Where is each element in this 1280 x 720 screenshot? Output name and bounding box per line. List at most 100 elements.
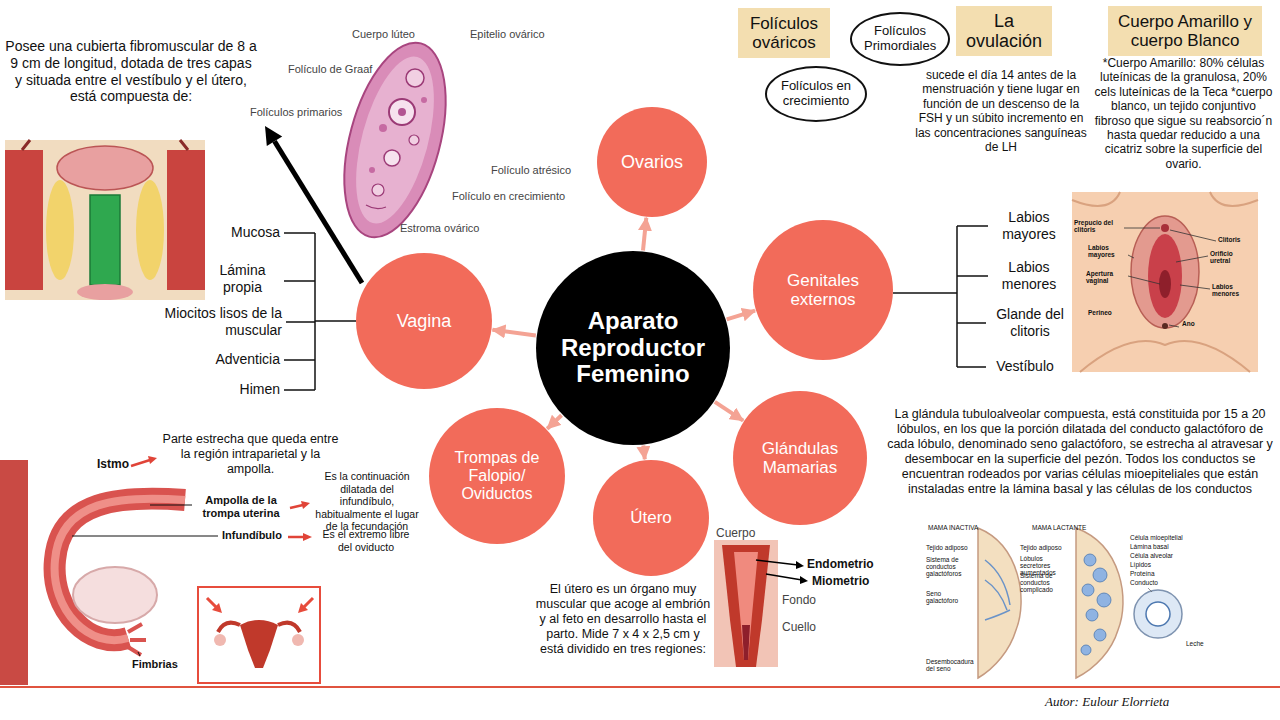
breast-illustration bbox=[1146, 602, 1170, 626]
label-text: Labios menores bbox=[993, 259, 1065, 293]
vulva-illustration bbox=[1148, 234, 1182, 318]
red-arrow bbox=[131, 460, 150, 466]
label-text: Mucosa bbox=[200, 224, 280, 241]
breast-illustration bbox=[1134, 590, 1182, 638]
label-text: El útero es un órgano muy muscular que a… bbox=[533, 582, 713, 657]
label-text: Posee una cubierta fibromuscular de 8 a … bbox=[5, 38, 257, 105]
node-text-group: Folículos Primordiales bbox=[864, 24, 936, 53]
ovary-illustration bbox=[409, 135, 419, 145]
label-text: Vestíbulo bbox=[990, 358, 1060, 375]
pelvis-illustration bbox=[5, 150, 43, 290]
label-text: Labios menores bbox=[1212, 283, 1252, 297]
label-text: Autor: Eulour Elorrieta bbox=[1045, 694, 1169, 710]
breast-illustration bbox=[1086, 609, 1098, 621]
topic-circle: Trompas de Falopio/ Oviductos bbox=[429, 408, 565, 544]
topic-circle: Vagina bbox=[356, 253, 492, 389]
pelvis-illustration bbox=[22, 140, 188, 150]
uterus-illustration bbox=[734, 552, 758, 660]
node-text: Vagina bbox=[397, 311, 452, 331]
pelvis-illustration bbox=[57, 146, 153, 190]
oviduct-illustration bbox=[55, 499, 185, 641]
uterus-illustration bbox=[756, 560, 808, 584]
label-text: Orificio uretral bbox=[1210, 250, 1250, 264]
uterus-icon bbox=[212, 603, 222, 613]
ovary-illustration bbox=[372, 184, 384, 196]
label-text: Seno galactóforo bbox=[926, 590, 970, 604]
label-text: Fondo bbox=[782, 593, 816, 607]
bracket bbox=[284, 359, 315, 361]
red-arrow bbox=[131, 456, 312, 541]
bracket bbox=[893, 292, 957, 294]
ovary-illustration bbox=[366, 205, 386, 209]
node-text-group: Cuerpo Amarillo y cuerpo Blanco bbox=[1115, 12, 1255, 50]
bracket bbox=[284, 233, 356, 390]
vulva-illustration bbox=[1159, 270, 1171, 298]
red-arrow bbox=[288, 536, 304, 539]
label-text: Es el extremo libre del oviducto bbox=[316, 528, 416, 553]
label-text: Conducto bbox=[1130, 579, 1158, 586]
uterus-icon bbox=[292, 634, 304, 646]
breast-illustration bbox=[1081, 645, 1091, 655]
pointer-arrow bbox=[275, 141, 363, 283]
label-text: Miometrio bbox=[812, 574, 869, 588]
vulva-illustration bbox=[1072, 192, 1258, 372]
vulva-illustration bbox=[1131, 216, 1199, 328]
connector-arrow bbox=[643, 446, 645, 460]
label-text: Miocitos lisos de la muscular bbox=[158, 305, 282, 339]
vulva-illustration bbox=[1180, 285, 1210, 289]
red-arrow bbox=[148, 456, 157, 464]
node-text: Trompas de Falopio/ Oviductos bbox=[443, 449, 552, 503]
label-text: MAMA LACTANTE bbox=[1032, 524, 1086, 531]
bracket bbox=[315, 320, 356, 322]
breast-illustration bbox=[1093, 568, 1107, 582]
connector-arrow bbox=[492, 330, 535, 336]
label-text: Ano bbox=[1182, 320, 1195, 327]
bracket bbox=[284, 232, 315, 234]
circled-note: Folículos Primordiales bbox=[850, 12, 950, 66]
label-text: Folículos primarios bbox=[250, 106, 342, 119]
oviduct-illustration bbox=[150, 505, 192, 506]
breast-illustration bbox=[978, 528, 1021, 678]
node-text: Útero bbox=[630, 508, 672, 527]
bracket bbox=[957, 322, 986, 324]
uterus-illustration bbox=[796, 561, 804, 569]
label-text: Célula mioepitelial bbox=[1130, 534, 1183, 541]
label-text: Leche bbox=[1186, 640, 1204, 647]
pointer-arrow bbox=[265, 126, 362, 283]
uterus-icon bbox=[214, 634, 226, 646]
breast-illustration bbox=[1084, 554, 1096, 566]
ovary-illustration bbox=[398, 108, 406, 116]
uterus-illustration bbox=[756, 560, 798, 565]
label-text: Desembocadura del seno bbox=[926, 658, 974, 672]
bracket bbox=[284, 280, 315, 282]
ovary-illustration bbox=[406, 69, 424, 87]
node-text-group: Útero bbox=[630, 508, 672, 527]
topic-circle: Glándulas Mamarias bbox=[733, 391, 867, 525]
bracket bbox=[957, 225, 988, 227]
node-text: Folículos en crecimiento bbox=[779, 79, 853, 108]
vulva-illustration bbox=[1080, 341, 1250, 372]
label-text: Tejido adiposo bbox=[1020, 544, 1062, 551]
label-text: Infundíbulo bbox=[222, 529, 282, 542]
topic-circle: Genitales externos bbox=[753, 220, 893, 360]
pelvis-illustration bbox=[5, 140, 205, 300]
breast-illustration bbox=[1097, 593, 1111, 607]
label-text: Fimbrias bbox=[132, 658, 178, 671]
uterus-icon bbox=[240, 620, 278, 668]
connector-arrow bbox=[715, 402, 743, 421]
oviduct-illustration bbox=[72, 505, 218, 656]
oviduct-illustration bbox=[55, 499, 185, 641]
vulva-illustration bbox=[1176, 256, 1208, 262]
uterus-illustration bbox=[766, 574, 802, 580]
label-text: Parte estrecha que queda entre la región… bbox=[158, 432, 343, 477]
label-text: Folículo atrésico bbox=[491, 164, 571, 177]
label-text: Himen bbox=[200, 381, 280, 398]
label-text: MAMA INACTIVA bbox=[928, 524, 978, 531]
node-text: Genitales externos bbox=[767, 271, 879, 309]
label-text: Ampolla de la trompa uterina bbox=[195, 494, 287, 520]
bracket bbox=[314, 233, 316, 390]
ovary-illustration bbox=[389, 99, 415, 125]
breast-illustration bbox=[1082, 584, 1094, 596]
breast-illustration bbox=[1081, 554, 1111, 655]
